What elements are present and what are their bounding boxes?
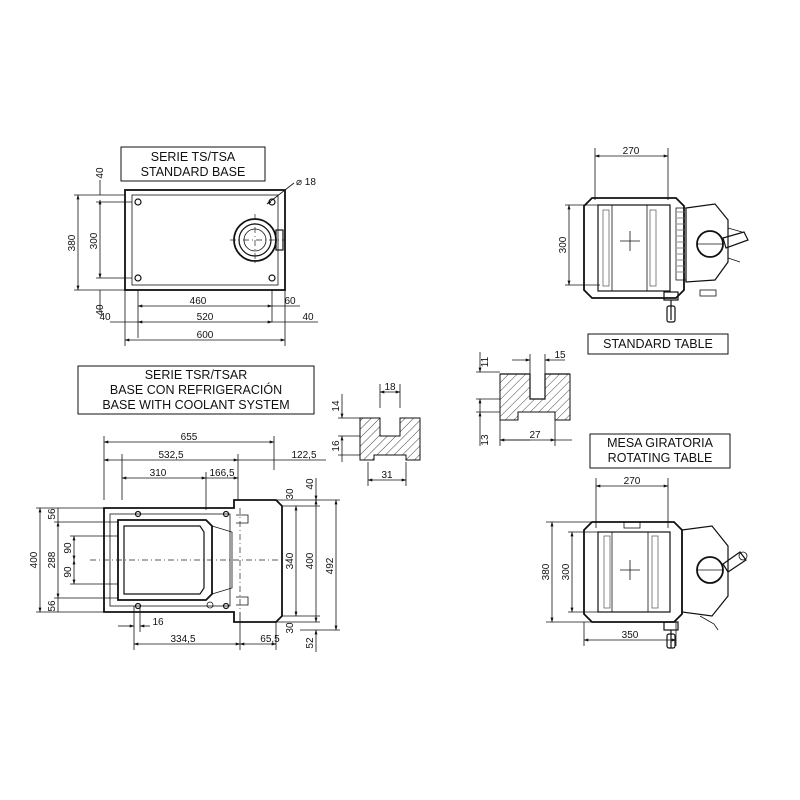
standard-table-title: STANDARD TABLE (603, 337, 713, 351)
tsr-dim-340: 340 (285, 552, 296, 569)
tslot-large-section (499, 373, 571, 421)
rotating-table-dim-270: 270 (624, 476, 641, 487)
tsr-dim-30-bottom: 30 (285, 622, 296, 634)
tsr-dim-90-bottom: 90 (63, 566, 74, 578)
tslot-large-top-edge (500, 373, 570, 400)
tslot-large-dims (476, 352, 572, 446)
tsr-bottom-dims (118, 606, 277, 650)
tsr-dim-310: 310 (150, 468, 167, 479)
rotating-table-dims (546, 478, 677, 646)
tsr-title-line2: BASE CON REFRIGERACIÓN (110, 382, 282, 397)
rotating-table-view: MESA GIRATORIA ROTATING TABLE 270 380 30… (541, 433, 748, 649)
tslot-large-dim-11: 11 (480, 356, 491, 367)
tsr-dim-532-5: 532,5 (158, 450, 183, 461)
tsr-dim-492: 492 (325, 557, 336, 574)
tsr-base-outline (90, 499, 292, 623)
ts-dim-40-right: 40 (302, 312, 314, 323)
tsr-dim-122-5: 122,5 (291, 450, 316, 461)
ts-dim-60: 60 (284, 296, 296, 307)
tslot-small-dims (338, 384, 407, 486)
tslot-detail-large: 15 11 13 27 (476, 350, 572, 446)
tslot-large-dim-15: 15 (554, 350, 566, 361)
ts-dim-600: 600 (197, 330, 214, 341)
tslot-small-dim-14: 14 (331, 400, 342, 412)
tsr-left-dims (36, 507, 118, 613)
tsr-dim-65-5: 65,5 (260, 634, 280, 645)
tsr-dim-30-top: 30 (285, 488, 296, 500)
ts-title-box (120, 146, 266, 182)
ts-dim-380: 380 (67, 234, 78, 251)
tsr-dim-90-top: 90 (63, 542, 74, 554)
standard-table-body (583, 197, 749, 323)
tsr-top-dims (103, 436, 326, 510)
standard-table-title-box (587, 333, 729, 355)
ts-title-line2: STANDARD BASE (141, 165, 246, 179)
rotating-table-title-box (589, 433, 731, 469)
tslot-small-dim-31: 31 (381, 470, 393, 481)
tslot-small-dim-18: 18 (384, 382, 396, 393)
tsr-right-dims (276, 478, 340, 652)
rotating-table-dim-380: 380 (541, 563, 552, 580)
tsr-dim-334-5: 334,5 (170, 634, 195, 645)
tslot-small-section (359, 417, 421, 461)
tsr-base-view: 655 532,5 122,5 310 166,5 (29, 432, 340, 652)
ts-dim-520: 520 (197, 312, 214, 323)
ts-base-view: SERIE TS/TSA STANDARD BASE (67, 146, 318, 346)
ts-dim-hole: ⌀ 18 (296, 177, 316, 188)
tsr-title-box (77, 365, 315, 415)
tsr-title: SERIE TSR/TSAR BASE CON REFRIGERACIÓN BA… (77, 365, 315, 415)
tslot-detail-small: 18 14 16 31 (331, 382, 421, 486)
tslot-large-dim-13: 13 (480, 434, 491, 446)
ts-dim-40-left: 40 (99, 312, 111, 323)
ts-dim-460: 460 (190, 296, 207, 307)
standard-table-dim-300: 300 (558, 236, 569, 253)
standard-table-dims (565, 148, 669, 286)
tslot-small-dim-16: 16 (331, 440, 342, 452)
rotating-table-title-line2: ROTATING TABLE (608, 451, 713, 465)
tsr-dim-400-right: 400 (305, 552, 316, 569)
tsr-dim-56-top: 56 (47, 508, 58, 520)
tsr-dim-52: 52 (305, 637, 316, 649)
tsr-dim-16: 16 (152, 617, 164, 628)
rotating-table-dim-300: 300 (561, 563, 572, 580)
tsr-dim-56-bottom: 56 (47, 600, 58, 612)
ts-hole-leader (266, 182, 295, 205)
tsr-title-line3: BASE WITH COOLANT SYSTEM (102, 398, 289, 412)
rotating-table-dim-350: 350 (622, 630, 639, 641)
ts-title-line1: SERIE TS/TSA (151, 150, 236, 164)
ts-bolt-holes (134, 198, 276, 282)
tsr-title-line1: SERIE TSR/TSAR (145, 368, 248, 382)
tsr-dim-400-left: 400 (29, 551, 40, 568)
tslot-large-dim-27: 27 (529, 430, 541, 441)
rotating-table-body (583, 521, 748, 649)
ts-bottom-dims (110, 290, 318, 346)
ts-dim-40-top: 40 (95, 167, 106, 179)
tsr-dim-40-top: 40 (305, 478, 316, 490)
ts-dim-300: 300 (89, 232, 100, 249)
ts-dim-40-bottom: 40 (95, 304, 106, 316)
tsr-dim-288: 288 (47, 551, 58, 568)
tsr-dim-655: 655 (181, 432, 198, 443)
rotating-table-title-line1: MESA GIRATORIA (607, 436, 713, 450)
standard-table-dim-270: 270 (623, 146, 640, 157)
ts-column-flange (230, 214, 285, 266)
ts-left-dims (74, 180, 132, 312)
tsr-dim-166-5: 166,5 (209, 468, 234, 479)
standard-table-view: 270 300 STANDARD TABL (558, 146, 749, 355)
